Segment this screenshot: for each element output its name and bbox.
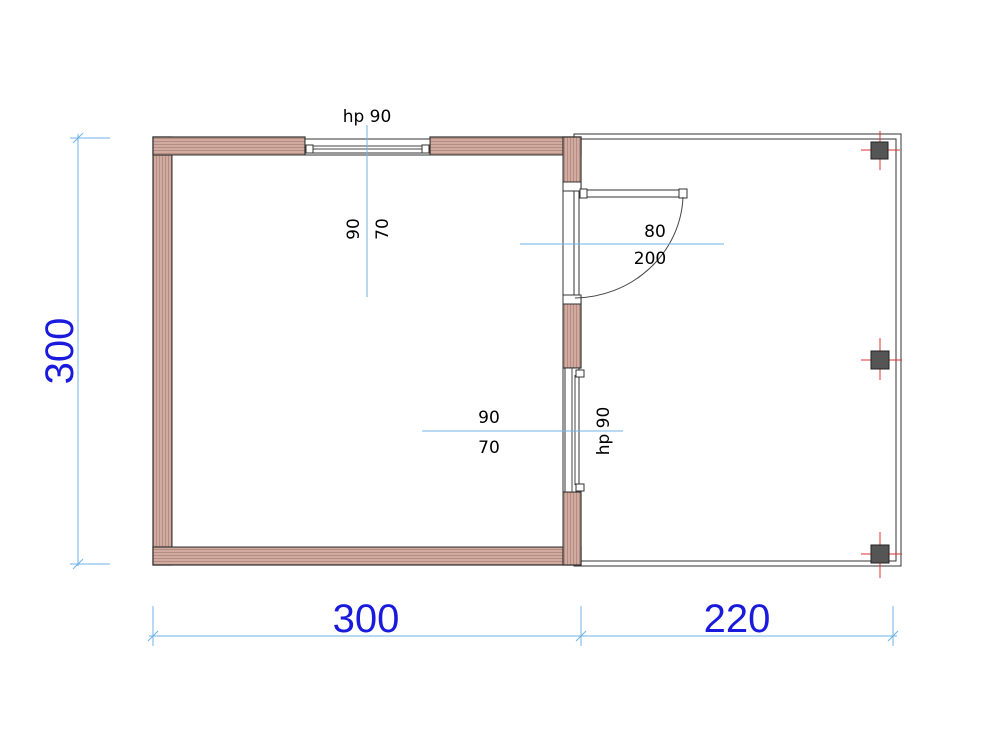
door-swing-arc: [574, 196, 684, 299]
horizontal-dimension: [147, 606, 899, 646]
room-width-dimension-label: 300: [333, 597, 400, 641]
door-width-label: 80: [644, 222, 666, 242]
room-walls: [152, 136, 582, 566]
height-dimension-label: 300: [38, 318, 82, 385]
columns: [861, 131, 902, 578]
terrace-outline: [573, 133, 902, 567]
left-wall: [152, 136, 173, 566]
top-wall-right: [429, 136, 582, 156]
door-height-label: 200: [634, 249, 666, 269]
top-window-height-label: 70: [373, 218, 393, 240]
door: [520, 181, 724, 305]
right-window: [422, 367, 623, 493]
bottom-wall: [152, 546, 582, 566]
top-window: [304, 125, 431, 297]
right-window-sill-label: hp 90: [594, 407, 614, 456]
top-wall-left: [152, 136, 306, 156]
right-window-height-label: 70: [478, 438, 500, 458]
column-middle: [861, 338, 902, 380]
right-wall-bottom: [562, 491, 582, 566]
column-bottom: [861, 532, 902, 578]
top-window-sill-label: hp 90: [343, 107, 392, 127]
right-window-width-label: 90: [478, 408, 500, 428]
terrace-width-dimension-label: 220: [704, 597, 771, 641]
top-window-width-label: 90: [344, 218, 364, 240]
vertical-dimension: [70, 132, 110, 570]
column-top: [861, 131, 900, 170]
right-wall-middle: [562, 296, 582, 369]
door-leaf: [579, 189, 688, 198]
